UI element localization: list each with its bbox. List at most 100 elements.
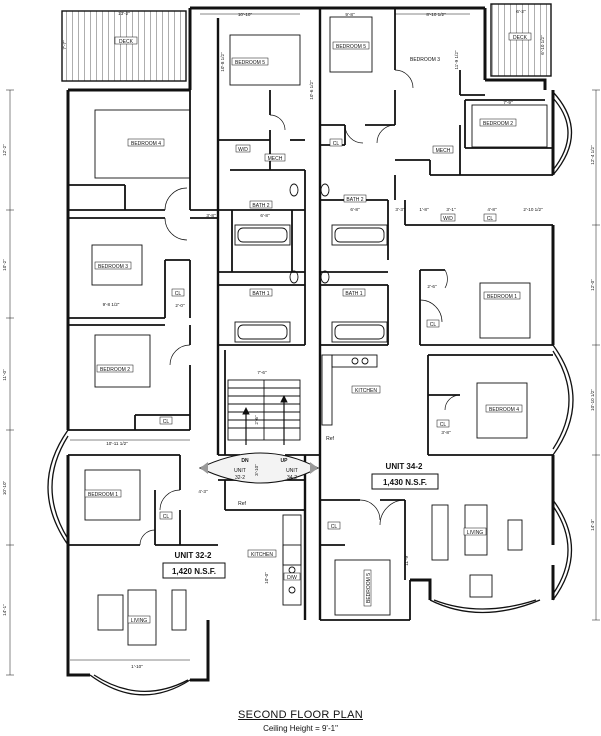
dim-deck-right-width: 6'-2": [516, 9, 526, 14]
bedroom-5-right-label: BEDROOM 5: [336, 44, 366, 50]
unit-left-area: 1,420 N.S.F.: [172, 567, 216, 576]
dim-left-11-0: 11'-0": [2, 369, 7, 381]
kitchen-right-label: KITCHEN: [355, 388, 377, 394]
dim-bath-6-8b: 6'-8": [350, 207, 360, 212]
dim-3-1: 3'-1": [446, 207, 456, 212]
dim-bath-3-8: 3'-8": [206, 213, 216, 218]
dim-closet-2-6: 2'-6": [427, 284, 437, 289]
ref-right-label: Ref: [326, 436, 334, 442]
bedroom-1-left-label: BEDROOM 1: [88, 492, 118, 498]
unit-label-left: UNIT 32-2 1,420 N.S.F.: [162, 551, 226, 579]
deck-left-label: DECK: [119, 39, 134, 45]
bedroom-2-right-label: BEDROOM 2: [483, 121, 513, 127]
stair-labels: DN UP UNIT 32-2 UNIT 34-2: [234, 458, 298, 481]
room-labels: DECK DECK BEDROOM 4 BEDROOM 3 BEDROOM 2 …: [84, 32, 532, 624]
mech-left-label: MECH: [268, 156, 283, 162]
stair-right-unit: UNIT: [286, 468, 298, 474]
door-swings: [139, 69, 461, 546]
closet-label-6: CL: [430, 322, 437, 328]
wd-left-label: W/D: [238, 147, 248, 153]
bedroom-4-right-label: BEDROOM 4: [489, 407, 519, 413]
bath-2-right-label: BATH 2: [346, 197, 363, 203]
dim-bedroom5-width: 10'-10": [238, 12, 253, 17]
dim-stair-2-6: 2'-6": [254, 415, 259, 425]
dim-kitchen-depth: 10'-0": [264, 572, 269, 584]
ref-left-label: Ref: [238, 501, 246, 507]
kitchen-left-label: KITCHEN: [251, 552, 273, 558]
living-right-label: LIVING: [467, 530, 484, 536]
closet-label-8: CL: [331, 524, 338, 530]
bedroom-3-left-label: BEDROOM 3: [98, 264, 128, 270]
bath-2-left-label: BATH 2: [252, 203, 269, 209]
dim-right-10-10: 10'-10 1/2": [590, 389, 595, 411]
living-left-label: LIVING: [131, 618, 148, 624]
stair-dn-label: DN: [241, 458, 249, 464]
dim-bath-3-3: 3'-3": [395, 207, 405, 212]
dim-1-8: 1'-8": [419, 207, 429, 212]
bay-windows: [47, 91, 574, 696]
dimension-lines: [6, 13, 600, 676]
closet-label-7: CL: [440, 422, 447, 428]
dim-left-10-10: 10'-10": [2, 481, 7, 496]
stair: [227, 379, 301, 445]
dim-stair-7-6: 7'-6": [257, 370, 267, 375]
bedroom-4-left-label: BEDROOM 4: [131, 141, 161, 147]
dim-deck-right-depth: 6'-10 1/2": [540, 35, 545, 55]
dim-2-10-half: 2'-10 1/2": [523, 207, 543, 212]
dim-4-8: 4'-8": [487, 207, 497, 212]
dim-bedroom5-depth: 10'-8 1/2": [220, 52, 225, 72]
stair-up-label: UP: [281, 458, 289, 464]
stair-left-unit: UNIT: [234, 468, 246, 474]
plan-title-text: SECOND FLOOR PLAN: [238, 709, 363, 721]
stair-left-num: 32-2: [235, 475, 245, 481]
closet-label-3: CL: [163, 514, 170, 520]
dim-bedroom3l: 9'-8 1/2": [103, 302, 120, 307]
unit-left-name: UNIT 32-2: [175, 551, 212, 560]
deck-left: [61, 10, 187, 82]
exterior-walls: [66, 6, 555, 682]
bath-1-left-label: BATH 1: [252, 291, 269, 297]
unit-right-name: UNIT 34-2: [386, 462, 423, 471]
dim-right-14-3: 14'-3": [590, 519, 595, 531]
dim-stair-3-10: 3'-10": [254, 464, 259, 476]
dim-bedroom2r-width: 7'-9": [503, 100, 513, 105]
dim-left-10-2: 10'-2": [2, 259, 7, 271]
bedroom-5-bottom-label: BEDROOM 5: [366, 573, 372, 603]
dim-deck-width: 13'-2": [118, 11, 130, 16]
dim-bedroom5b-depth: 11'-9": [404, 554, 409, 566]
closet-label-2: CL: [163, 419, 170, 425]
interior-walls: [68, 8, 553, 621]
dim-living-l-width: 1'-10": [131, 664, 143, 669]
bedroom-3-right-label: BEDROOM 3: [410, 57, 440, 63]
plan-subtitle: Ceiling Height = 9'-1": [263, 724, 338, 733]
bath-1-right-label: BATH 1: [345, 291, 362, 297]
dim-left-14-1: 14'-1": [2, 604, 7, 616]
mech-right-label: MECH: [436, 148, 451, 154]
closet-label-4: CL: [333, 141, 340, 147]
stair-landing: [198, 452, 320, 484]
dim-right-12-0: 12'-0": [590, 279, 595, 291]
dim-4-3: 4'-3": [198, 489, 208, 494]
wd-right-label: W/D: [443, 216, 453, 222]
dimension-labels: 13'-2" 10'-10" 9'-8" 8'-10 1/2" 6'-2" 7'…: [2, 9, 595, 669]
fixtures: [84, 16, 548, 646]
unit-label-right: UNIT 34-2 1,430 N.S.F.: [371, 462, 439, 490]
bedroom-5-left-label: BEDROOM 5: [235, 60, 265, 66]
dim-bedroom3-width: 8'-10 1/2": [426, 12, 446, 17]
dim-right-12-4: 12'-4 1/2": [590, 145, 595, 165]
dim-closet-2-0: 2'-0": [175, 303, 185, 308]
unit-right-area: 1,430 N.S.F.: [383, 478, 427, 487]
dim-deck-left-depth: 7'-7": [62, 40, 67, 50]
dim-bath-6-8: 6'-8": [260, 213, 270, 218]
dw-label: D/W: [287, 575, 297, 581]
dim-left-12-2: 12'-2": [2, 144, 7, 156]
dim-bedroom3-depth: 11'-9 1/2": [454, 50, 459, 69]
bedroom-2-left-label: BEDROOM 2: [100, 367, 130, 373]
deck-right-label: DECK: [513, 35, 528, 41]
dim-closet-3-8: 3'-8": [441, 430, 451, 435]
closet-label-5: CL: [487, 216, 494, 222]
dim-bedroom5r-depth: 10'-6 1/2": [309, 80, 314, 100]
dim-bedroom2l: 10'-11 1/2": [106, 441, 128, 446]
dim-bedroom5r-width: 9'-8": [345, 12, 355, 17]
